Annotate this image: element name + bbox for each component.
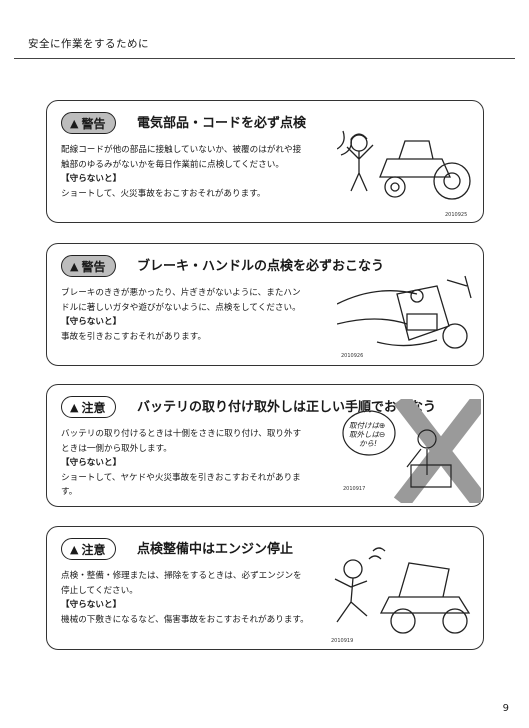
warning-badge: ▲警告: [61, 112, 117, 134]
warning-card-brake: ▲警告 ブレーキ・ハンドルの点検を必ずおこなう ブレーキのききが悪かったり、片ぎ…: [46, 243, 484, 366]
warning-card-electrical: ▲警告 電気部品・コードを必ず点検 配線コードが他の部品に接触していないか、被覆…: [46, 100, 484, 223]
header-divider: [14, 58, 515, 59]
tractor-illustration: [337, 119, 477, 209]
figure-code: 2010925: [445, 212, 468, 218]
warning-triangle-icon: ▲: [70, 116, 79, 130]
card-title: 点検整備中はエンジン停止: [137, 542, 294, 557]
card-title: ブレーキ・ハンドルの点検を必ずおこなう: [137, 259, 385, 274]
speech-bubble: 取付けは⊕ 取外しは⊖ から!: [349, 421, 386, 448]
figure-code: 2010917: [343, 486, 366, 492]
card-body: ブレーキのききが悪かったり、片ぎきがないように、またハン ドルに著しいガタや遊び…: [61, 288, 301, 342]
figure-code: 2010919: [331, 638, 354, 644]
card-body: 点検・整備・修理または、掃除をするときは、必ずエンジンを 停止してください。 【…: [61, 571, 309, 625]
warning-triangle-icon: ▲: [70, 259, 79, 273]
crash-illustration: [337, 274, 477, 354]
battery-illustration: [341, 399, 481, 503]
engine-illustration: [329, 547, 479, 639]
page-header: 安全に作業をするために: [28, 38, 149, 50]
card-title: 電気部品・コードを必ず点検: [137, 116, 307, 131]
caution-badge: ▲注意: [61, 396, 117, 418]
figure-code: 2010926: [341, 353, 364, 359]
warning-triangle-icon: ▲: [70, 542, 79, 556]
card-body: バッテリの取り付けるときは十側をさきに取り付け、取り外す ときは一側から取外しま…: [61, 429, 302, 497]
card-title: バッテリの取り付け取外しは正しい手順でおこなう: [137, 400, 437, 415]
caution-badge: ▲注意: [61, 538, 117, 560]
card-body: 配線コードが他の部品に接触していないか、被覆のはがれや接 触部のゆるみがないかを…: [61, 145, 302, 199]
warning-triangle-icon: ▲: [70, 400, 79, 414]
caution-card-engine: ▲注意 点検整備中はエンジン停止 点検・整備・修理または、掃除をするときは、必ず…: [46, 526, 484, 650]
page-number: 9: [502, 703, 509, 714]
warning-badge: ▲警告: [61, 255, 117, 277]
caution-card-battery: ▲注意 バッテリの取り付け取外しは正しい手順でおこなう バッテリの取り付けるとき…: [46, 384, 484, 507]
